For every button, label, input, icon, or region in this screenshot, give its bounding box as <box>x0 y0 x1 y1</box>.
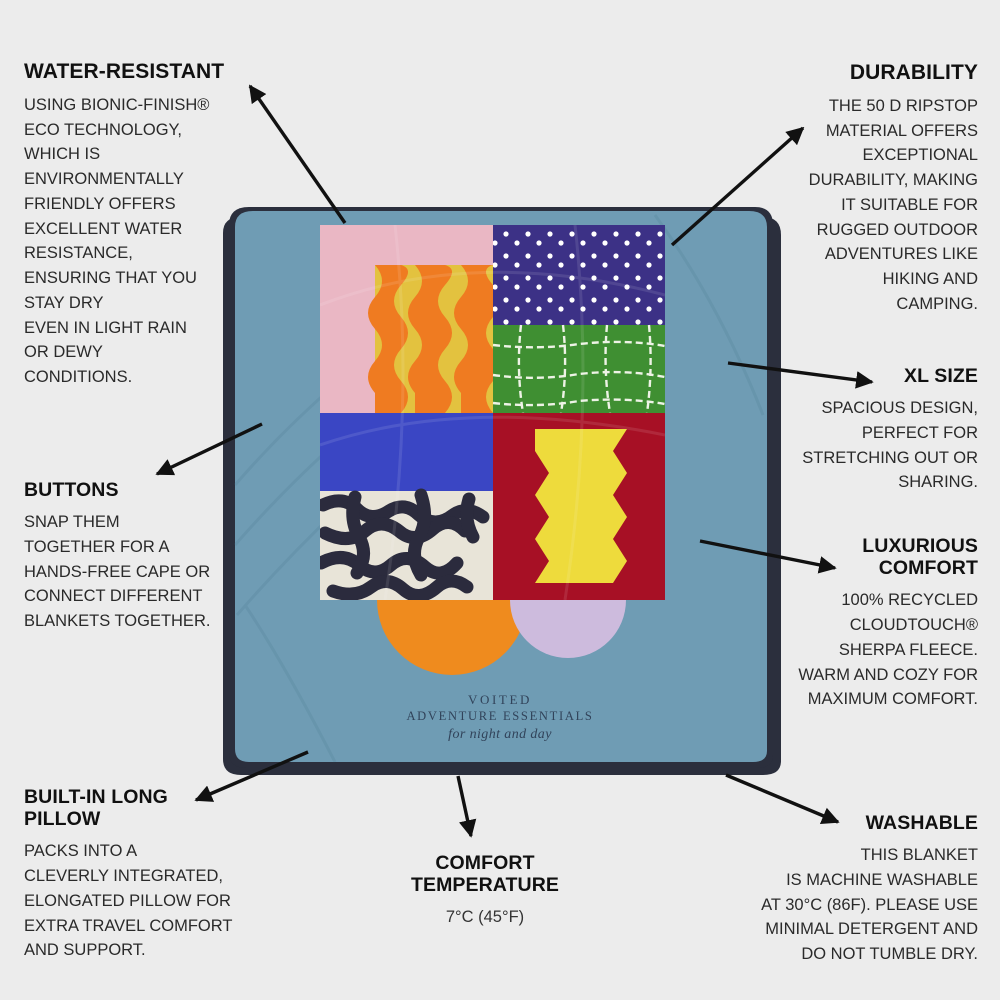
callout-body: PACKS INTO A CLEVERLY INTEGRATED, ELONGA… <box>24 842 233 960</box>
patch-polka-dots <box>493 225 665 325</box>
panel-quilt-texture <box>320 225 665 600</box>
callout-title: BUTTONS <box>24 479 119 501</box>
patch-solid-blue <box>320 413 493 491</box>
patch-zigzag <box>493 413 665 600</box>
callout-title: WATER-RESISTANT <box>24 60 225 83</box>
squiggle-pattern <box>320 488 490 600</box>
callout-luxurious-comfort: LUXURIOUS COMFORT 100% RECYCLED CLOUDTOU… <box>782 535 978 712</box>
arrow-comfort-temp <box>456 775 477 838</box>
callout-water-resistant: WATER-RESISTANT USING BIONIC-FINISH® ECO… <box>24 60 259 390</box>
patch-blue-squiggle <box>320 413 493 600</box>
patch-grid <box>492 324 665 414</box>
callout-body: USING BIONIC-FINISH® ECO TECHNOLOGY, WHI… <box>24 95 210 387</box>
callout-buttons: BUTTONS SNAP THEM TOGETHER FOR A HANDS-F… <box>24 479 254 634</box>
callout-body: SNAP THEM TOGETHER FOR A HANDS-FREE CAPE… <box>24 513 211 631</box>
brand-logo: VOITED ADVENTURE ESSENTIALS for night an… <box>406 692 593 742</box>
callout-comfort-temperature: COMFORT TEMPERATURE 7°C (45°F) <box>355 852 615 930</box>
callout-body: 100% RECYCLED CLOUDTOUCH® SHERPA FLEECE.… <box>798 591 978 709</box>
callout-durability: DURABILITY THE 50 D RIPSTOP MATERIAL OFF… <box>782 61 978 317</box>
logo-line-3: for night and day <box>448 727 552 742</box>
logo-line-1: VOITED <box>468 692 532 707</box>
callout-body: SPACIOUS DESIGN, PERFECT FOR STRETCHING … <box>802 399 978 492</box>
product-image: VOITED ADVENTURE ESSENTIALS for night an… <box>215 185 785 780</box>
callout-title: WASHABLE <box>865 812 978 834</box>
logo-line-2: ADVENTURE ESSENTIALS <box>406 709 593 723</box>
callout-body: 7°C (45°F) <box>445 908 525 927</box>
callout-washable: WASHABLE THIS BLANKET IS MACHINE WASHABL… <box>743 812 978 967</box>
callout-title: BUILT-IN LONG PILLOW <box>24 786 168 831</box>
semicircle-shapes <box>377 600 626 675</box>
patchwork-panel <box>320 225 665 600</box>
lavender-semicircle <box>510 600 626 658</box>
callout-title: LUXURIOUS COMFORT <box>862 535 978 580</box>
callout-body: THE 50 D RIPSTOP MATERIAL OFFERS EXCEPTI… <box>808 96 978 313</box>
patch-waves <box>368 265 500 413</box>
callout-title: DURABILITY <box>849 61 978 84</box>
callout-built-in-long-pillow: BUILT-IN LONG PILLOW PACKS INTO A CLEVER… <box>24 786 264 963</box>
callout-body: THIS BLANKET IS MACHINE WASHABLE AT 30°C… <box>761 846 978 964</box>
orange-semicircle <box>377 600 527 675</box>
callout-xl-size: XL SIZE SPACIOUS DESIGN, PERFECT FOR STR… <box>782 365 978 495</box>
callout-title: COMFORT TEMPERATURE <box>410 852 560 897</box>
callout-title: XL SIZE <box>903 365 978 387</box>
yellow-zigzag-shape <box>535 429 627 583</box>
